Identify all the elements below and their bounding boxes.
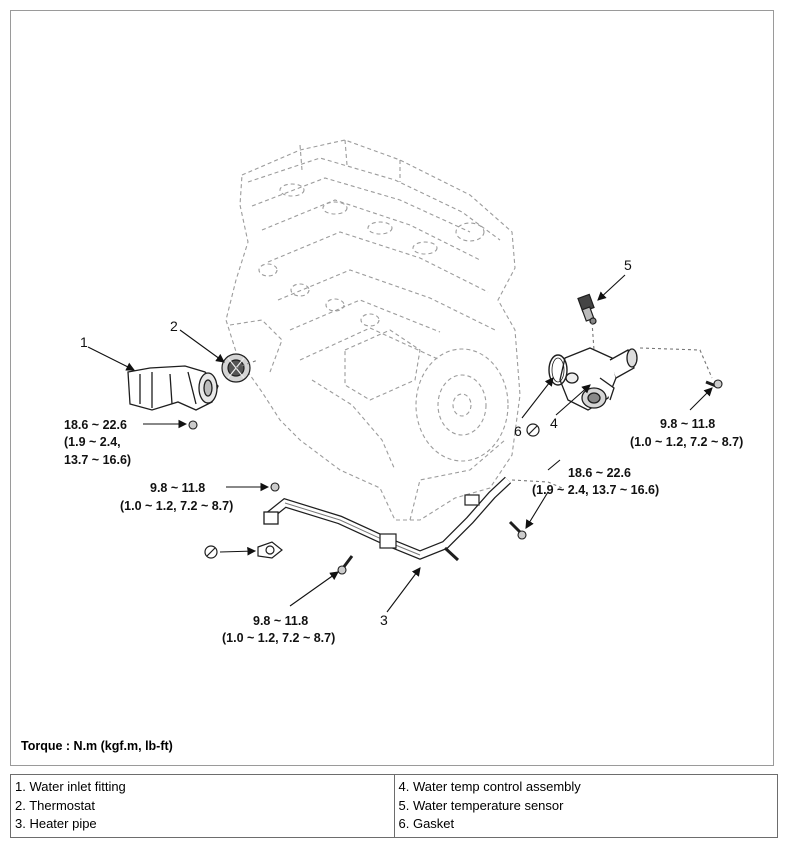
engine-block-outline [225,139,521,521]
legend-item: 2. Thermostat [15,797,95,813]
torque-label-heater-pipe-upper: 9.8 ~ 11.8 (1.0 ~ 1.2, 7.2 ~ 8.7) [120,481,233,513]
bolt-inlet-fitting [188,420,198,430]
legend-item: 3. Heater pipe [15,816,97,831]
svg-text:18.6 ~ 22.6: 18.6 ~ 22.6 [64,418,127,432]
exploded-view-diagram: 1 2 3 4 5 6 18.6 ~ 22.6 (1.9 ~ 2.4, 13.7… [64,139,743,645]
torque-unit-note: Torque : N.m (kgf.m, lb-ft) [21,739,173,753]
torque-label-inlet-fitting: 18.6 ~ 22.6 (1.9 ~ 2.4, 13.7 ~ 16.6) [64,418,131,467]
svg-text:18.6 ~ 22.6: 18.6 ~ 22.6 [568,466,631,480]
legend-item: 5. Water temperature sensor [398,797,564,813]
parts-legend: 1. Water inlet fitting 2. Thermostat 3. … [10,774,778,838]
heater-pipe-bolts [270,482,527,575]
callout-3: 3 [380,612,388,628]
legend-item: 1. Water inlet fitting [15,779,126,794]
torque-label-temp-control: 9.8 ~ 11.8 (1.0 ~ 1.2, 7.2 ~ 8.7) [630,417,743,449]
svg-text:(1.0 ~ 1.2, 7.2 ~ 8.7): (1.0 ~ 1.2, 7.2 ~ 8.7) [630,435,743,449]
leader-lines [87,274,713,613]
callout-5: 5 [624,257,632,273]
water-temperature-sensor [577,293,597,325]
callout-4: 4 [550,415,558,431]
svg-text:9.8 ~ 11.8: 9.8 ~ 11.8 [660,417,715,431]
water-inlet-fitting [127,365,219,411]
svg-text:(1.0 ~ 1.2, 7.2 ~ 8.7): (1.0 ~ 1.2, 7.2 ~ 8.7) [222,631,335,645]
svg-text:9.8 ~ 11.8: 9.8 ~ 11.8 [150,481,205,495]
callout-6: 6 [514,423,522,439]
torque-label-heater-pipe-lower: 9.8 ~ 11.8 (1.0 ~ 1.2, 7.2 ~ 8.7) [222,614,335,645]
pipe-flange-gasket [204,541,283,559]
diagram-frame [10,10,774,766]
legend-left-column: 1. Water inlet fitting 2. Thermostat 3. … [10,774,395,838]
legend-item: 6. Gasket [398,816,455,831]
svg-text:(1.0 ~ 1.2, 7.2 ~ 8.7): (1.0 ~ 1.2, 7.2 ~ 8.7) [120,499,233,513]
svg-text:13.7 ~ 16.6): 13.7 ~ 16.6) [64,453,131,467]
callout-2: 2 [170,318,178,334]
torque-label-heater-pipe-bracket: 18.6 ~ 22.6 (1.9 ~ 2.4, 13.7 ~ 16.6) [532,466,659,497]
heater-pipe [263,476,512,562]
svg-text:(1.9 ~ 2.4, 13.7 ~ 16.6): (1.9 ~ 2.4, 13.7 ~ 16.6) [532,483,659,497]
gasket [526,354,568,437]
callout-1: 1 [80,334,88,350]
bolt-temp-control [705,379,723,389]
legend-right-column: 4. Water temp control assembly 5. Water … [393,774,778,838]
svg-text:9.8 ~ 11.8: 9.8 ~ 11.8 [253,614,308,628]
svg-text:(1.9 ~ 2.4,: (1.9 ~ 2.4, [64,435,121,449]
legend-item: 4. Water temp control assembly [398,779,581,794]
